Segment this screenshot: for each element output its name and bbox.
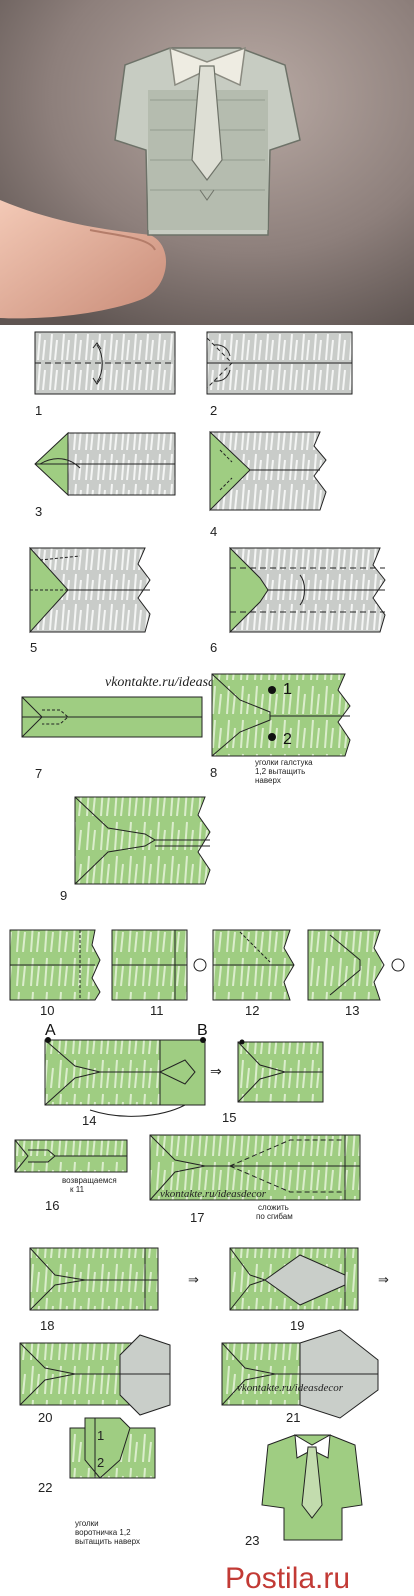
- step-5-diagram: [29, 546, 151, 634]
- step-number-9: 9: [60, 888, 67, 903]
- point-label-2: 2: [283, 731, 292, 748]
- step-number-13: 13: [345, 1003, 359, 1018]
- step-23-diagram: [261, 1434, 363, 1541]
- postila-logo-text: Postila.ru: [225, 1562, 350, 1595]
- step-number-6: 6: [210, 640, 217, 655]
- step-2-diagram: [206, 331, 353, 395]
- step-number-3: 3: [35, 504, 42, 519]
- step-10-diagram: [9, 929, 101, 1001]
- step-number-17: 17: [190, 1210, 204, 1225]
- step-8-caption-line2: 1,2 вытащить: [255, 767, 305, 776]
- step-number-8: 8: [210, 765, 217, 780]
- step-22-point-2: 2: [97, 1455, 104, 1470]
- step-16-diagram: [14, 1139, 128, 1173]
- step-number-10: 10: [40, 1003, 54, 1018]
- point-label-B: B: [197, 1022, 208, 1039]
- step-number-20: 20: [38, 1410, 52, 1425]
- step-20-diagram: [19, 1334, 171, 1416]
- step-number-15: 15: [222, 1110, 236, 1125]
- svg-text:⇒: ⇒: [378, 1273, 389, 1288]
- watermark: vkontakte.ru/ideasdecor: [105, 675, 240, 690]
- postila-logo: Postila.ru: [225, 1562, 350, 1595]
- dollar-shirt: [114, 46, 301, 236]
- step-17-diagram: [149, 1134, 361, 1201]
- step-number-23: 23: [245, 1533, 259, 1548]
- step-number-1: 1: [35, 403, 42, 418]
- step-8-caption-line1: уголки галстука: [255, 758, 313, 767]
- step-number-11: 11: [150, 1003, 164, 1018]
- step-3-diagram: [34, 431, 176, 497]
- step-22-caption-line1: уголки: [75, 1519, 99, 1528]
- step-21-diagram: [221, 1329, 379, 1419]
- step-12-diagram: [212, 929, 295, 1001]
- step-number-22: 22: [38, 1480, 52, 1495]
- origami-shirt-photo: [0, 0, 414, 325]
- step-number-18: 18: [40, 1318, 54, 1333]
- step-17-caption-line1: сложить: [258, 1203, 289, 1212]
- step-4-diagram: [209, 430, 327, 512]
- step-number-12: 12: [245, 1003, 259, 1018]
- step-number-4: 4: [210, 524, 217, 539]
- watermark-small-2: vkontakte.ru/ideasdecor: [237, 1382, 344, 1394]
- svg-text:⇒: ⇒: [188, 1273, 199, 1288]
- step-11-diagram: [111, 929, 207, 1001]
- step-19-diagram: ⇒: [229, 1247, 389, 1311]
- folding-instructions: 1 2 3 4 5 6 vkontakte.ru: [0, 325, 414, 1596]
- step-22-caption-line2: воротничка 1,2: [75, 1528, 131, 1537]
- step-7-diagram: [21, 696, 203, 738]
- step-number-21: 21: [286, 1410, 300, 1425]
- step-16-caption-line1: возвращаемся: [62, 1176, 117, 1185]
- step-18-diagram: ⇒: [29, 1247, 199, 1311]
- step-22-caption-line3: вытащить наверх: [75, 1537, 140, 1546]
- step-number-19: 19: [290, 1318, 304, 1333]
- step-8-caption-line3: наверх: [255, 776, 281, 785]
- point-label-1: 1: [283, 681, 292, 698]
- step-17-caption-line2: по сгибам: [256, 1212, 293, 1221]
- step-number-2: 2: [210, 403, 217, 418]
- step-14-diagram: [44, 1037, 206, 1117]
- step-number-5: 5: [30, 640, 37, 655]
- step-number-7: 7: [35, 766, 42, 781]
- step-22-diagram: [69, 1417, 156, 1479]
- watermark-small-1: vkontakte.ru/ideasdecor: [160, 1188, 267, 1200]
- point-label-A: A: [45, 1022, 56, 1039]
- svg-text:⇒: ⇒: [210, 1064, 222, 1080]
- step-8-diagram: [211, 673, 351, 757]
- step-22-point-1: 1: [97, 1428, 104, 1443]
- step-1-diagram: [34, 331, 176, 395]
- step-16-caption-line2: к 11: [70, 1185, 85, 1194]
- step-15-diagram: ⇒: [210, 1039, 324, 1103]
- step-6-diagram: [229, 546, 386, 634]
- step-number-16: 16: [45, 1198, 59, 1213]
- step-number-14: 14: [82, 1113, 96, 1128]
- step-13-diagram: [307, 929, 405, 1001]
- step-9-diagram: [74, 796, 211, 885]
